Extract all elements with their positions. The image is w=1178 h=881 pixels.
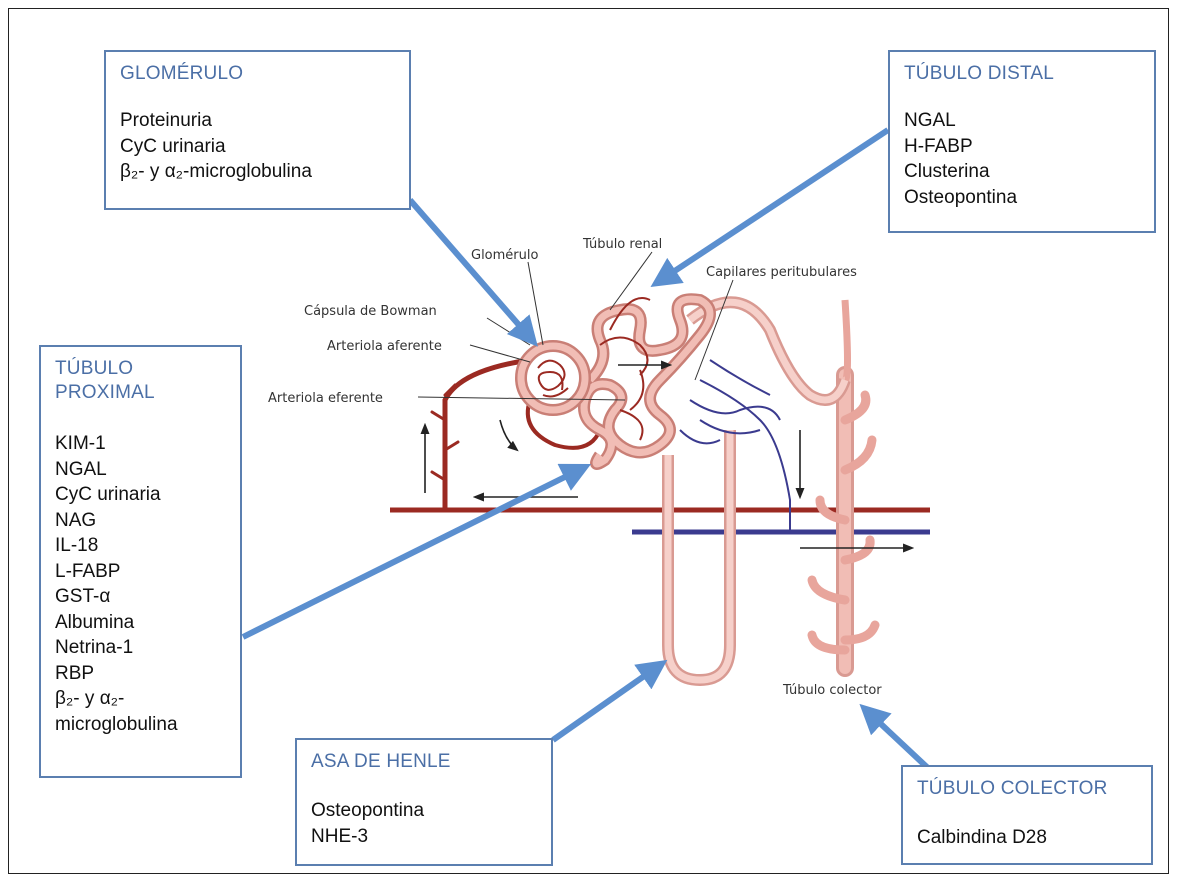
- arrow-tubulo-proximal: [243, 468, 583, 637]
- list-item: Clusterina: [904, 159, 1140, 185]
- collecting-duct: [812, 300, 875, 668]
- arrow-asa-henle: [553, 665, 660, 740]
- label-capsula-bowman: Cápsula de Bowman: [304, 304, 437, 319]
- list-item: CyC urinaria: [120, 134, 395, 160]
- list-item: NHE-3: [311, 824, 537, 850]
- label-arteriola-aferente: Arteriola aferente: [327, 339, 442, 354]
- list-item: Netrina-1: [55, 635, 226, 661]
- biomarker-list: Proteinuria CyC urinaria β₂- y α₂-microg…: [120, 108, 395, 185]
- list-item: GST-α: [55, 584, 226, 610]
- loop-of-henle: [668, 430, 730, 680]
- label-arteriola-eferente: Arteriola eferente: [268, 391, 383, 406]
- list-item: L-FABP: [55, 559, 226, 585]
- label-capilares-peritubulares: Capilares peritubulares: [706, 265, 857, 280]
- list-item: Proteinuria: [120, 108, 395, 134]
- label-tubulo-colector: Túbulo colector: [782, 683, 882, 698]
- box-glomerulo: GLOMÉRULO Proteinuria CyC urinaria β₂- y…: [104, 50, 411, 210]
- biomarker-list: NGAL H-FABP Clusterina Osteopontina: [904, 108, 1140, 210]
- list-item: β₂- y α₂-microglobulina: [120, 159, 395, 185]
- box-title: TÚBULO DISTAL: [904, 62, 1140, 86]
- list-item: Osteopontina: [311, 798, 537, 824]
- arrow-tubulo-colector: [866, 710, 930, 770]
- list-item: IL-18: [55, 533, 226, 559]
- box-title: ASA DE HENLE: [311, 750, 537, 774]
- list-item: Calbindina D28: [917, 825, 1137, 851]
- box-tubulo-distal: TÚBULO DISTAL NGAL H-FABP Clusterina Ost…: [888, 50, 1156, 233]
- arrow-tubulo-distal: [658, 130, 888, 282]
- list-item: β₂- y α₂-microglobulina: [55, 686, 205, 737]
- arrow-glomerulo: [410, 200, 532, 340]
- biomarker-list: Calbindina D28: [917, 825, 1137, 851]
- biomarker-list: Osteopontina NHE-3: [311, 798, 537, 849]
- list-item: NAG: [55, 508, 226, 534]
- label-glomerulo: Glomérulo: [471, 248, 538, 263]
- box-asa-henle: ASA DE HENLE Osteopontina NHE-3: [295, 738, 553, 866]
- label-tubulo-renal: Túbulo renal: [582, 237, 662, 252]
- bowmans-capsule: [521, 346, 585, 410]
- list-item: NGAL: [904, 108, 1140, 134]
- list-item: NGAL: [55, 457, 226, 483]
- list-item: CyC urinaria: [55, 482, 226, 508]
- box-title: GLOMÉRULO: [120, 62, 395, 86]
- list-item: H-FABP: [904, 134, 1140, 160]
- list-item: Albumina: [55, 610, 226, 636]
- biomarker-list: KIM-1 NGAL CyC urinaria NAG IL-18 L-FABP…: [55, 431, 226, 737]
- list-item: RBP: [55, 661, 226, 687]
- glomerulus: [538, 361, 568, 397]
- box-tubulo-proximal: TÚBULO PROXIMAL KIM-1 NGAL CyC urinaria …: [39, 345, 242, 778]
- list-item: Osteopontina: [904, 185, 1140, 211]
- box-title: TÚBULO PROXIMAL: [55, 357, 165, 405]
- pointer-arrows: [243, 130, 930, 770]
- box-title: TÚBULO COLECTOR: [917, 777, 1137, 801]
- box-tubulo-colector: TÚBULO COLECTOR Calbindina D28: [901, 765, 1153, 865]
- list-item: KIM-1: [55, 431, 226, 457]
